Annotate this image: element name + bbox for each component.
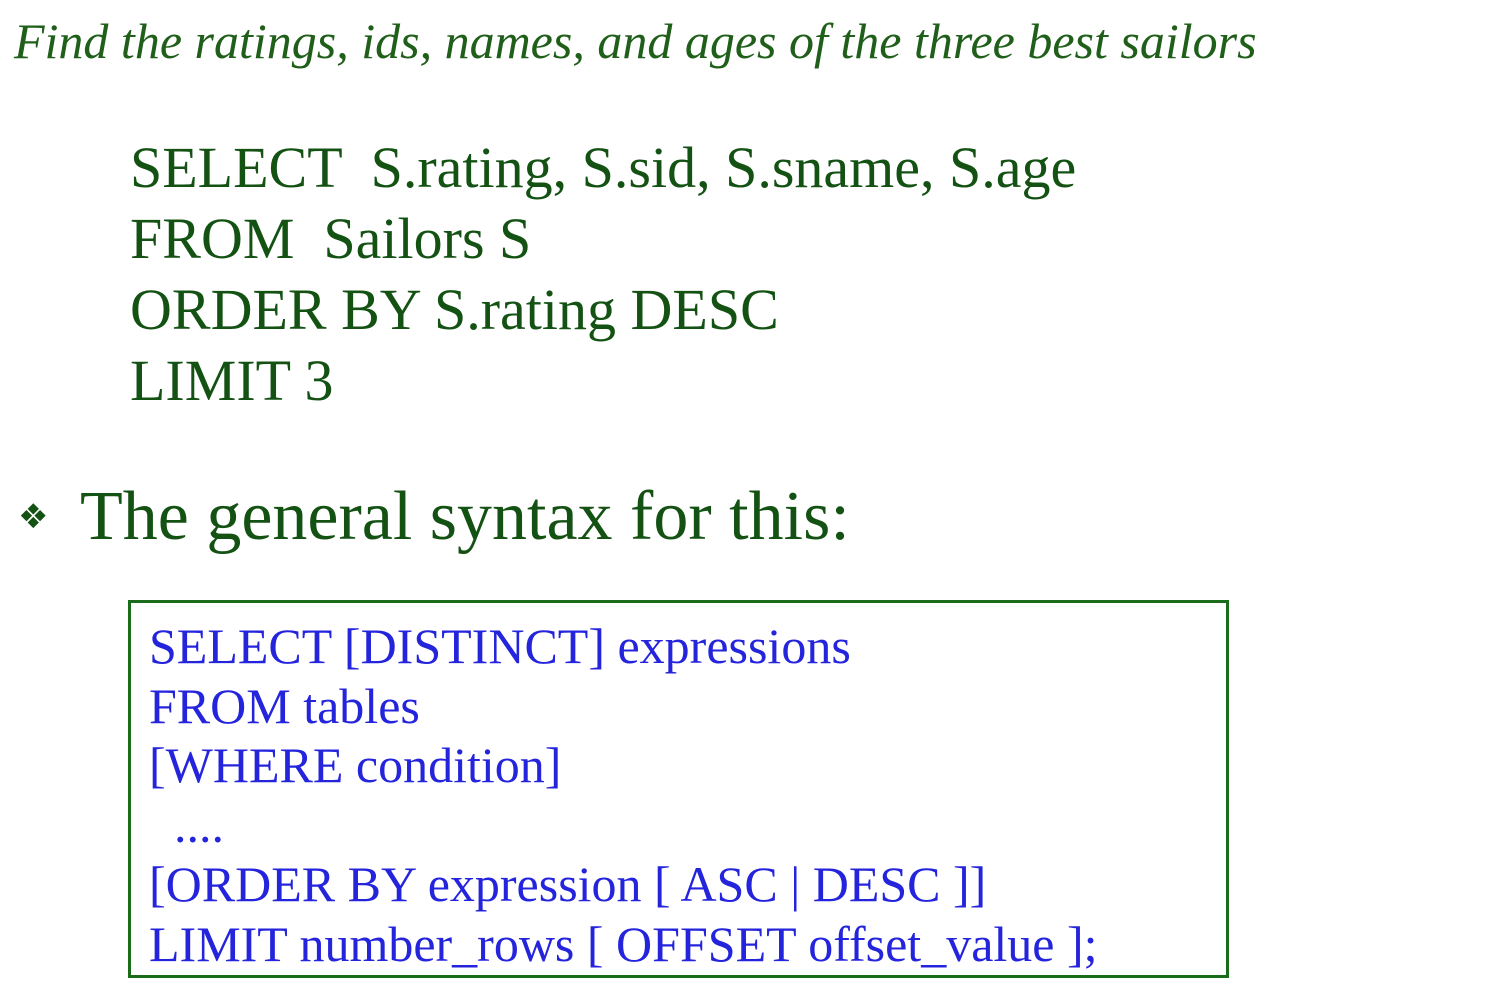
syntax-from-line: FROM tables bbox=[149, 677, 420, 734]
query-from-line: FROM Sailors S bbox=[130, 206, 532, 271]
syntax-order-by-line: [ORDER BY expression [ ASC | DESC ]] bbox=[149, 856, 987, 912]
syntax-select-line: SELECT [DISTINCT] expressions bbox=[149, 618, 851, 674]
sql-query-example: SELECT S.rating, S.sid, S.sname, S.age F… bbox=[130, 132, 1076, 416]
syntax-limit-line: LIMIT number_rows [ OFFSET offset_value … bbox=[149, 915, 1098, 972]
general-syntax-box: SELECT [DISTINCT] expressions FROM table… bbox=[128, 600, 1229, 978]
query-limit-line: LIMIT 3 bbox=[130, 348, 334, 413]
slide-title: Find the ratings, ids, names, and ages o… bbox=[14, 13, 1257, 69]
syntax-ellipsis-line: .... bbox=[149, 796, 224, 853]
query-order-by-line: ORDER BY S.rating DESC bbox=[130, 277, 779, 342]
four-diamond-bullet-icon: ❖ bbox=[18, 496, 49, 537]
bullet-text: The general syntax for this: bbox=[80, 478, 850, 555]
syntax-where-line: [WHERE condition] bbox=[149, 737, 562, 793]
query-select-line: SELECT S.rating, S.sid, S.sname, S.age bbox=[130, 135, 1077, 200]
bullet-point: ❖ The general syntax for this: bbox=[18, 478, 850, 555]
